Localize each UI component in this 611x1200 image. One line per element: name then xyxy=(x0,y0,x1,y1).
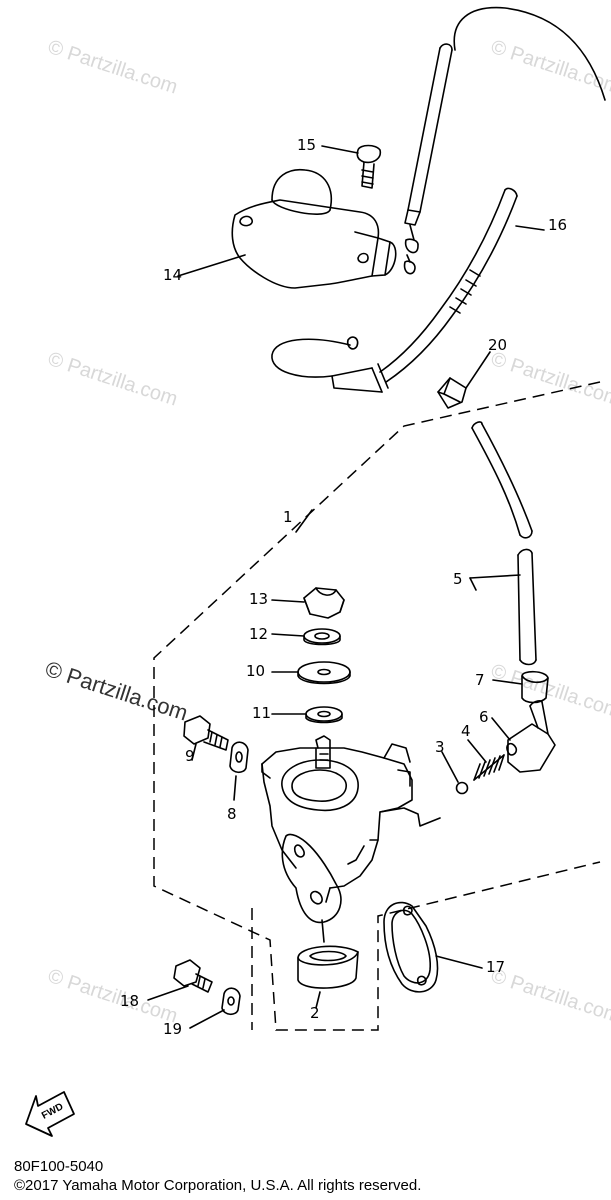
callout-4: 4 xyxy=(461,722,471,740)
hose-5 xyxy=(469,421,537,666)
callout-7: 7 xyxy=(475,671,485,689)
cover-14 xyxy=(177,168,397,289)
cable-16 xyxy=(271,6,606,393)
bolt-9 xyxy=(183,715,229,761)
washer-12 xyxy=(271,628,341,646)
callout-15: 15 xyxy=(297,136,317,154)
nut-13 xyxy=(271,587,345,619)
washer-10 xyxy=(271,661,351,685)
callout-2: 2 xyxy=(310,1004,320,1022)
callout-5: 5 xyxy=(453,570,463,588)
callout-3: 3 xyxy=(435,738,445,756)
screw-15 xyxy=(321,144,382,189)
callout-9: 9 xyxy=(185,747,195,765)
callout-13: 13 xyxy=(249,590,269,608)
callout-12: 12 xyxy=(249,625,269,643)
callout-6: 6 xyxy=(479,708,489,726)
callout-1: 1 xyxy=(283,508,293,526)
dashed-outline-main xyxy=(153,381,601,1031)
elbow-6 xyxy=(491,700,556,773)
pump-body xyxy=(261,735,441,924)
fitting-7 xyxy=(492,670,549,704)
callout-10: 10 xyxy=(246,662,266,680)
bolt-18 xyxy=(147,959,213,1001)
callout-11: 11 xyxy=(252,704,272,722)
callout-19: 19 xyxy=(163,1020,183,1038)
callout-16: 16 xyxy=(548,216,568,234)
callout-17: 17 xyxy=(486,958,506,976)
spring-4 xyxy=(467,739,505,781)
diagram-code: 80F100-5040 xyxy=(14,1158,104,1175)
washer-19 xyxy=(189,987,241,1029)
callout-20: 20 xyxy=(488,336,508,354)
ball-3 xyxy=(455,781,469,795)
callout-18: 18 xyxy=(120,992,140,1010)
fitting-20 xyxy=(437,351,491,409)
fwd-arrow xyxy=(25,1091,75,1137)
callout-8: 8 xyxy=(227,805,237,823)
gasket-17 xyxy=(383,901,483,993)
washer-11 xyxy=(271,706,343,724)
callout-14: 14 xyxy=(163,266,183,284)
washer-8 xyxy=(229,741,249,801)
copyright-notice: ©2017 Yamaha Motor Corporation, U.S.A. A… xyxy=(14,1177,422,1194)
seal-2 xyxy=(297,919,359,1009)
